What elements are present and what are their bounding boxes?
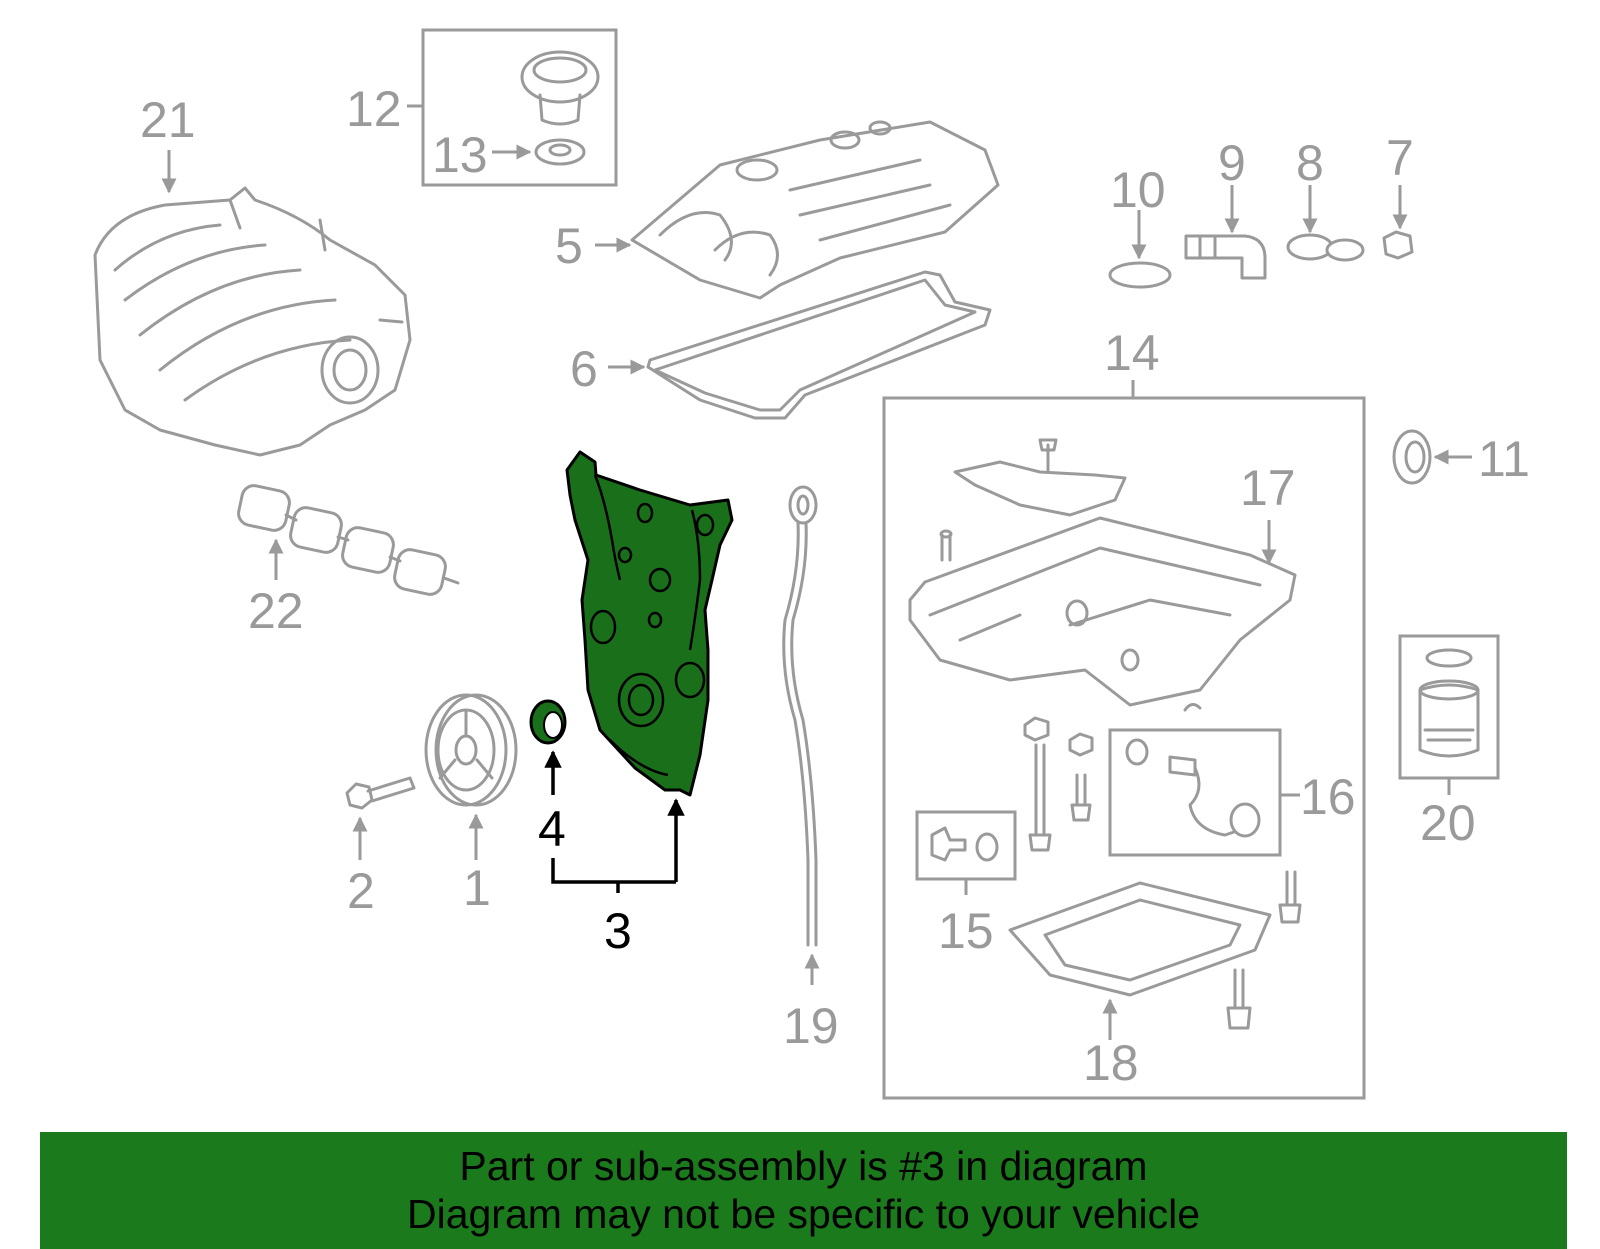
front-crank-seal[interactable] — [529, 699, 567, 745]
callout-13: 13 — [432, 127, 488, 183]
info-banner: Part or sub-assembly is #3 in diagram Di… — [40, 1132, 1567, 1249]
callout-22: 22 — [248, 583, 304, 639]
callout-10: 10 — [1110, 162, 1166, 218]
callout-1: 1 — [463, 860, 491, 916]
oil-pan-lower[interactable] — [1008, 870, 1302, 1030]
drain-plugs[interactable] — [1023, 703, 1202, 852]
callout-2: 2 — [347, 863, 375, 919]
banner-line-2: Diagram may not be specific to your vehi… — [406, 1191, 1200, 1237]
callout-5: 5 — [555, 218, 583, 274]
valve-cover[interactable] — [630, 120, 1000, 300]
callout-9: 9 — [1218, 135, 1246, 191]
callout-3: 3 — [604, 903, 632, 959]
callout-14: 14 — [1104, 325, 1160, 381]
bolt-and-washer-15[interactable] — [930, 826, 999, 862]
plug-7[interactable] — [1382, 230, 1414, 260]
box-14 — [882, 396, 1366, 1100]
valve-cover-gasket[interactable] — [646, 270, 992, 420]
leader-3-bracket — [551, 858, 676, 884]
callout-11: 11 — [1478, 431, 1530, 487]
callout-7: 7 — [1386, 130, 1414, 186]
seal-11[interactable] — [1392, 429, 1432, 485]
callout-17: 17 — [1240, 460, 1296, 516]
crankshaft-pulley[interactable] — [424, 693, 518, 807]
oil-fill-cap[interactable] — [520, 50, 600, 126]
callout-4: 4 — [538, 801, 566, 857]
dipstick[interactable] — [782, 485, 818, 947]
callout-15: 15 — [938, 903, 994, 959]
timing-cover[interactable] — [565, 450, 734, 797]
oil-pan-upper[interactable] — [908, 516, 1297, 707]
callout-16: 16 — [1300, 769, 1356, 825]
callout-8: 8 — [1296, 135, 1324, 191]
box-16 — [1108, 728, 1282, 857]
callout-20: 20 — [1420, 795, 1476, 851]
oil-level-sensor[interactable] — [1125, 738, 1261, 838]
callout-21: 21 — [140, 92, 196, 148]
plug-10[interactable] — [1108, 261, 1172, 289]
oil-cap-seal[interactable] — [534, 138, 586, 166]
plug-8[interactable] — [1286, 233, 1365, 262]
callout-19: 19 — [783, 998, 839, 1054]
callout-6: 6 — [570, 341, 598, 397]
callout-18: 18 — [1083, 1035, 1139, 1091]
oil-filter[interactable] — [1418, 648, 1480, 758]
hose-9[interactable] — [1184, 234, 1267, 280]
manifold-gasket[interactable] — [236, 483, 460, 596]
pulley-bolt[interactable] — [345, 776, 416, 810]
baffle[interactable] — [953, 438, 1127, 517]
banner-line-1: Part or sub-assembly is #3 in diagram — [459, 1143, 1148, 1189]
intake-manifold[interactable] — [93, 186, 412, 457]
callout-12: 12 — [346, 81, 402, 137]
